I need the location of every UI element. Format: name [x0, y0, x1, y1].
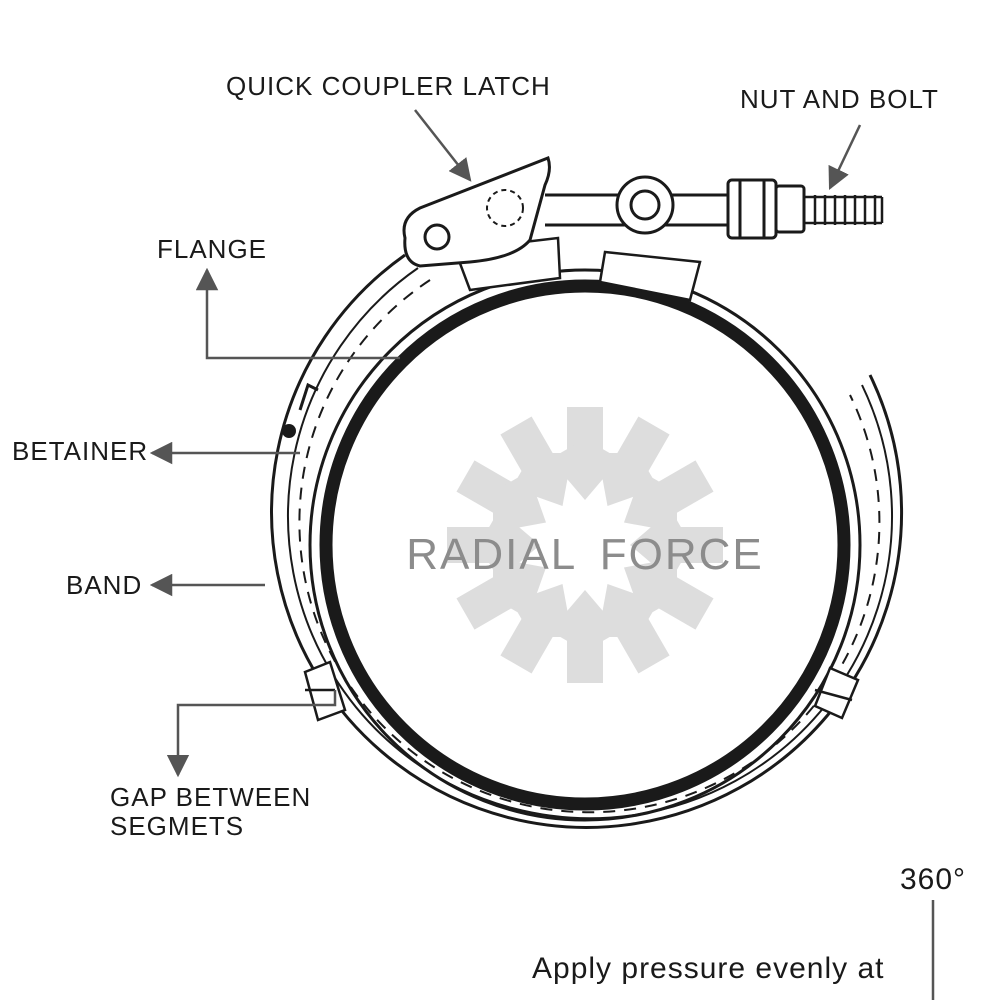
retainer-notch: [282, 382, 319, 438]
radial-arrow: [623, 460, 714, 534]
retainer-step: [298, 382, 319, 411]
leader-nut-bolt: [828, 124, 862, 191]
leader-latch: [414, 109, 472, 182]
radial-force-title: RADIAL FORCE: [406, 530, 764, 579]
trunnion-inner: [629, 189, 661, 221]
band-dashed-line: [298, 279, 881, 814]
nut-body: [726, 178, 778, 240]
bolt-thread: [804, 195, 884, 225]
radial-arrow: [447, 505, 540, 585]
radial-force-arrows: [447, 407, 723, 683]
bolt-assembly: [545, 175, 884, 240]
latch-pivot: [423, 223, 451, 251]
flange-inner-ring: [319, 279, 851, 811]
label-quick-coupler-latch: QUICK COUPLER LATCH: [226, 71, 551, 101]
label-gap-line1: GAP BETWEEN: [110, 782, 312, 812]
radial-arrow: [545, 407, 625, 500]
radial-arrow: [545, 590, 625, 683]
clamp-band: [270, 253, 904, 829]
leader-flange: [195, 267, 400, 360]
latch-dotted-circle: [486, 189, 524, 227]
label-nut-and-bolt: NUT AND BOLT: [740, 84, 939, 114]
quick-coupler-latch: [402, 156, 551, 268]
leader-gap: [166, 690, 337, 778]
label-flange: FLANGE: [157, 234, 268, 264]
gap-right: [813, 666, 860, 720]
radial-arrow: [500, 416, 574, 507]
washer: [774, 184, 806, 234]
radial-arrow: [630, 505, 723, 585]
flange-outer-ring: [308, 268, 862, 822]
band-outer-edge: [270, 253, 904, 829]
label-retainer: BETAINER: [12, 436, 149, 466]
label-360-degrees: 360°: [900, 863, 967, 896]
radial-arrow: [596, 583, 670, 674]
label-band: BAND: [66, 570, 143, 600]
radial-arrow: [456, 556, 547, 630]
retainer-right-end: [598, 250, 702, 302]
label-gap-line2: SEGMETS: [110, 811, 245, 841]
instruction-note: Apply pressure evenly at: [532, 952, 885, 985]
retainer-rivet: [282, 424, 296, 438]
gap-right-line-a: [814, 688, 853, 702]
band-middle-edge: [287, 267, 893, 820]
leader-lines: [149, 109, 935, 1000]
